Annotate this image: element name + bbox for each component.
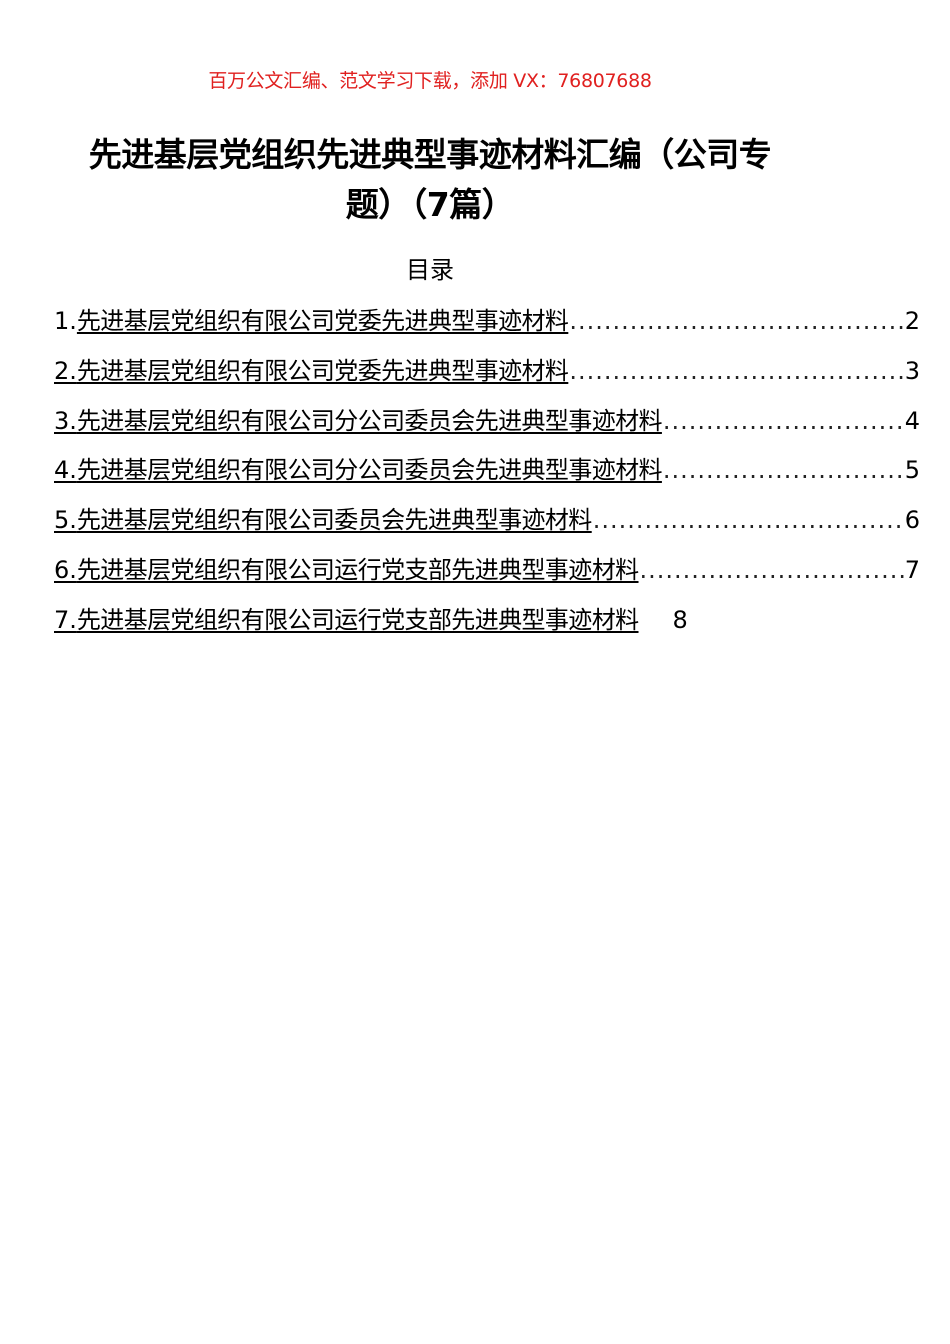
title-line-1: 先进基层党组织先进典型事迹材料汇编（公司专 xyxy=(88,135,772,174)
toc-entry-title[interactable]: 先进基层党组织有限公司委员会先进典型事迹材料 xyxy=(76,506,592,535)
toc-entry-1[interactable]: 1. 先进基层党组织有限公司党委先进典型事迹材料 2 xyxy=(54,305,920,355)
toc-entry-6[interactable]: 6. 先进基层党组织有限公司运行党支部先进典型事迹材料 7 xyxy=(54,554,920,604)
toc-entry-5[interactable]: 5. 先进基层党组织有限公司委员会先进典型事迹材料 6 xyxy=(54,504,920,554)
toc-entry-title[interactable]: 先进基层党组织有限公司党委先进典型事迹材料 xyxy=(76,307,569,335)
toc-entry-page: 4 xyxy=(904,406,920,435)
toc-entry-number: 2. xyxy=(54,356,77,385)
toc-heading: 目录 xyxy=(406,256,454,284)
toc-dot-leader xyxy=(663,454,904,486)
toc-entry-3[interactable]: 3. 先进基层党组织有限公司分公司委员会先进典型事迹材料 4 xyxy=(54,405,920,455)
toc-dot-leader xyxy=(569,355,903,387)
toc-entry-page: 6 xyxy=(904,506,920,535)
toc-entry-number: 1. xyxy=(54,307,77,335)
table-of-contents: 1. 先进基层党组织有限公司党委先进典型事迹材料 2 2. 先进基层党组织有限公… xyxy=(54,305,920,654)
toc-entry-page: 5 xyxy=(904,456,920,485)
toc-entry-page: 8 xyxy=(672,605,688,634)
toc-entry-number: 3. xyxy=(54,406,77,435)
toc-entry-page: 3 xyxy=(904,356,920,385)
toc-entry-title[interactable]: 先进基层党组织有限公司分公司委员会先进典型事迹材料 xyxy=(76,406,663,435)
toc-dot-leader xyxy=(569,305,903,337)
toc-entry-number: 7. xyxy=(54,605,77,634)
toc-entry-number: 4. xyxy=(54,456,77,485)
toc-entry-title[interactable]: 先进基层党组织有限公司党委先进典型事迹材料 xyxy=(76,356,569,385)
toc-entry-title[interactable]: 先进基层党组织有限公司运行党支部先进典型事迹材料 xyxy=(76,605,639,634)
toc-dot-leader xyxy=(663,405,904,437)
toc-entry-4[interactable]: 4. 先进基层党组织有限公司分公司委员会先进典型事迹材料 5 xyxy=(54,454,920,504)
toc-entry-7[interactable]: 7. 先进基层党组织有限公司运行党支部先进典型事迹材料 8 xyxy=(54,604,920,654)
toc-entry-title[interactable]: 先进基层党组织有限公司分公司委员会先进典型事迹材料 xyxy=(76,456,663,485)
toc-dot-leader xyxy=(593,504,904,536)
document-title: 先进基层党组织先进典型事迹材料汇编（公司专 题）（7篇） xyxy=(55,130,805,230)
toc-entry-page: 7 xyxy=(904,555,920,584)
toc-entry-title[interactable]: 先进基层党组织有限公司运行党支部先进典型事迹材料 xyxy=(76,555,639,584)
toc-dot-leader xyxy=(640,554,904,586)
title-line-2: 题）（7篇） xyxy=(345,185,515,224)
toc-entry-page: 2 xyxy=(904,307,920,335)
toc-entry-number: 6. xyxy=(54,555,77,584)
watermark-banner: 百万公文汇编、范文学习下载，添加 VX：76807688 xyxy=(208,70,652,92)
toc-entry-2[interactable]: 2. 先进基层党组织有限公司党委先进典型事迹材料 3 xyxy=(54,355,920,405)
toc-entry-number: 5. xyxy=(54,506,77,535)
